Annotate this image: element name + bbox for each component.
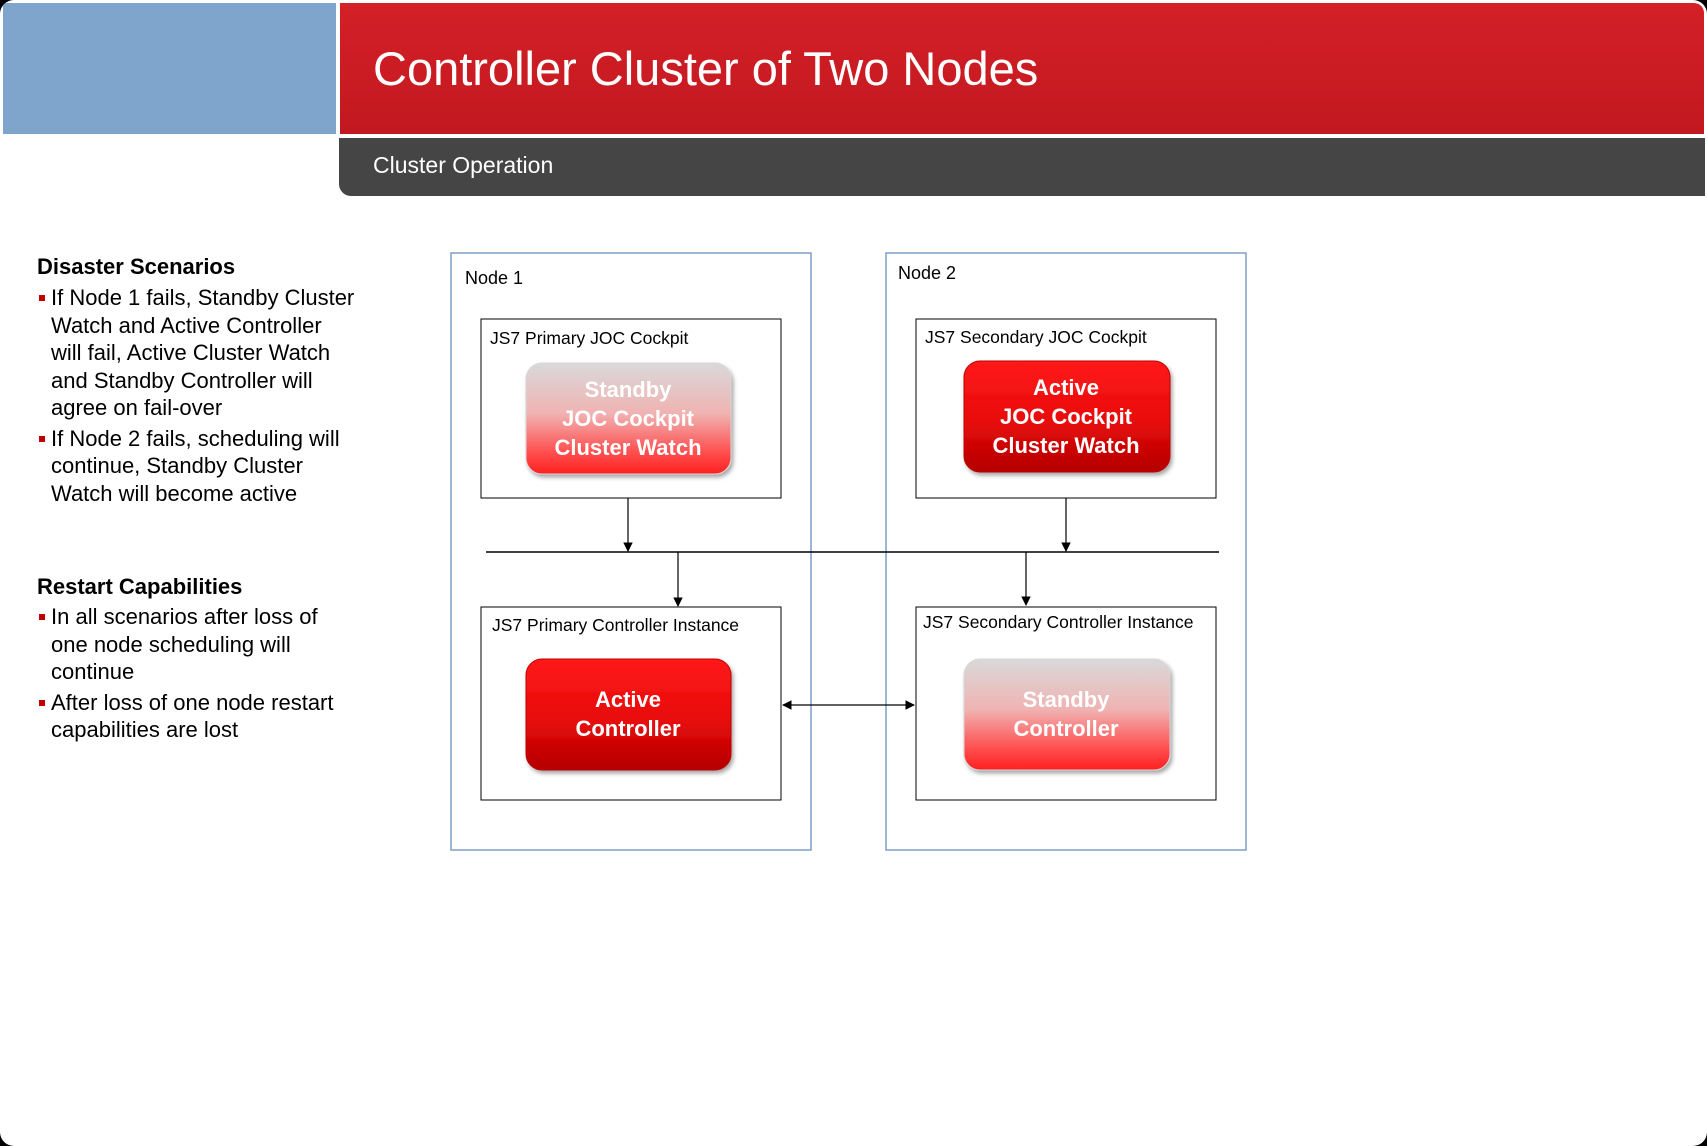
active-joc-pill (963, 360, 1171, 473)
square-bullet-icon (39, 614, 45, 620)
active-controller-pill (525, 658, 732, 771)
list-item: After loss of one node restart capabilit… (37, 689, 377, 744)
standby-joc-pill (525, 362, 732, 475)
active-controller-pill-line: Controller (575, 716, 681, 741)
standby-controller-pill-line: Standby (1023, 687, 1111, 712)
bullet-line: will fail, Active Cluster Watch (51, 340, 331, 365)
square-bullet-icon (39, 295, 45, 301)
title-bar: Controller Cluster of Two Nodes (340, 3, 1704, 134)
bullet-line: capabilities are lost (51, 717, 239, 742)
list-item: If Node 2 fails, scheduling will continu… (37, 425, 377, 508)
bullet-list-restart: In all scenarios after loss of one node … (37, 603, 377, 747)
list-item: If Node 1 fails, Standby Cluster Watch a… (37, 284, 377, 422)
node-1-joc-box-label: JS7 Primary JOC Cockpit (490, 328, 689, 348)
standby-controller-pill-line: Controller (1013, 716, 1119, 741)
node-2-label: Node 2 (898, 263, 956, 283)
standby-joc-pill-line: JOC Cockpit (562, 406, 695, 431)
standby-joc-pill-line: Standby (585, 377, 673, 402)
square-bullet-icon (39, 699, 45, 706)
bullet-line: continue (51, 659, 135, 684)
subtitle-bar: Cluster Operation (339, 138, 1705, 196)
bullet-list-disaster: If Node 1 fails, Standby Cluster Watch a… (37, 284, 377, 510)
active-joc-pill-line: Cluster Watch (992, 433, 1139, 458)
bullet-line: Watch will become active (51, 480, 298, 506)
bullet-line: If Node 2 fails, scheduling will (51, 425, 340, 451)
square-bullet-icon (39, 435, 45, 442)
bullet-line: and Standby Controller will (51, 367, 313, 393)
section-heading-restart: Restart Capabilities (37, 574, 243, 599)
bullet-line: continue, Standby Cluster (51, 453, 303, 478)
active-controller-pill-line: Active (595, 687, 661, 712)
standby-joc-pill-line: Cluster Watch (554, 435, 701, 460)
page-title: Controller Cluster of Two Nodes (373, 42, 1039, 95)
bullet-line: If Node 1 fails, Standby Cluster (51, 285, 355, 310)
active-joc-pill-line: JOC Cockpit (1000, 404, 1133, 429)
bullet-line: In all scenarios after loss of (51, 604, 318, 629)
bullet-line: After loss of one node restart (51, 689, 334, 715)
node-1-label: Node 1 (465, 268, 523, 288)
header-accent-block (3, 3, 336, 134)
bullet-line: one node scheduling will (51, 631, 291, 657)
standby-controller-pill (963, 658, 1171, 771)
node-1-controller-box-label: JS7 Primary Controller Instance (492, 615, 739, 635)
section-heading-disaster: Disaster Scenarios (37, 254, 236, 279)
bullet-line: agree on fail-over (51, 395, 223, 420)
page-subtitle: Cluster Operation (373, 152, 554, 178)
node-2-joc-box-label: JS7 Secondary JOC Cockpit (925, 327, 1147, 347)
list-item: In all scenarios after loss of one node … (37, 603, 377, 686)
bullet-line: Watch and Active Controller (51, 312, 322, 338)
node-2-controller-box-label: JS7 Secondary Controller Instance (923, 612, 1193, 632)
active-joc-pill-line: Active (1033, 375, 1099, 400)
